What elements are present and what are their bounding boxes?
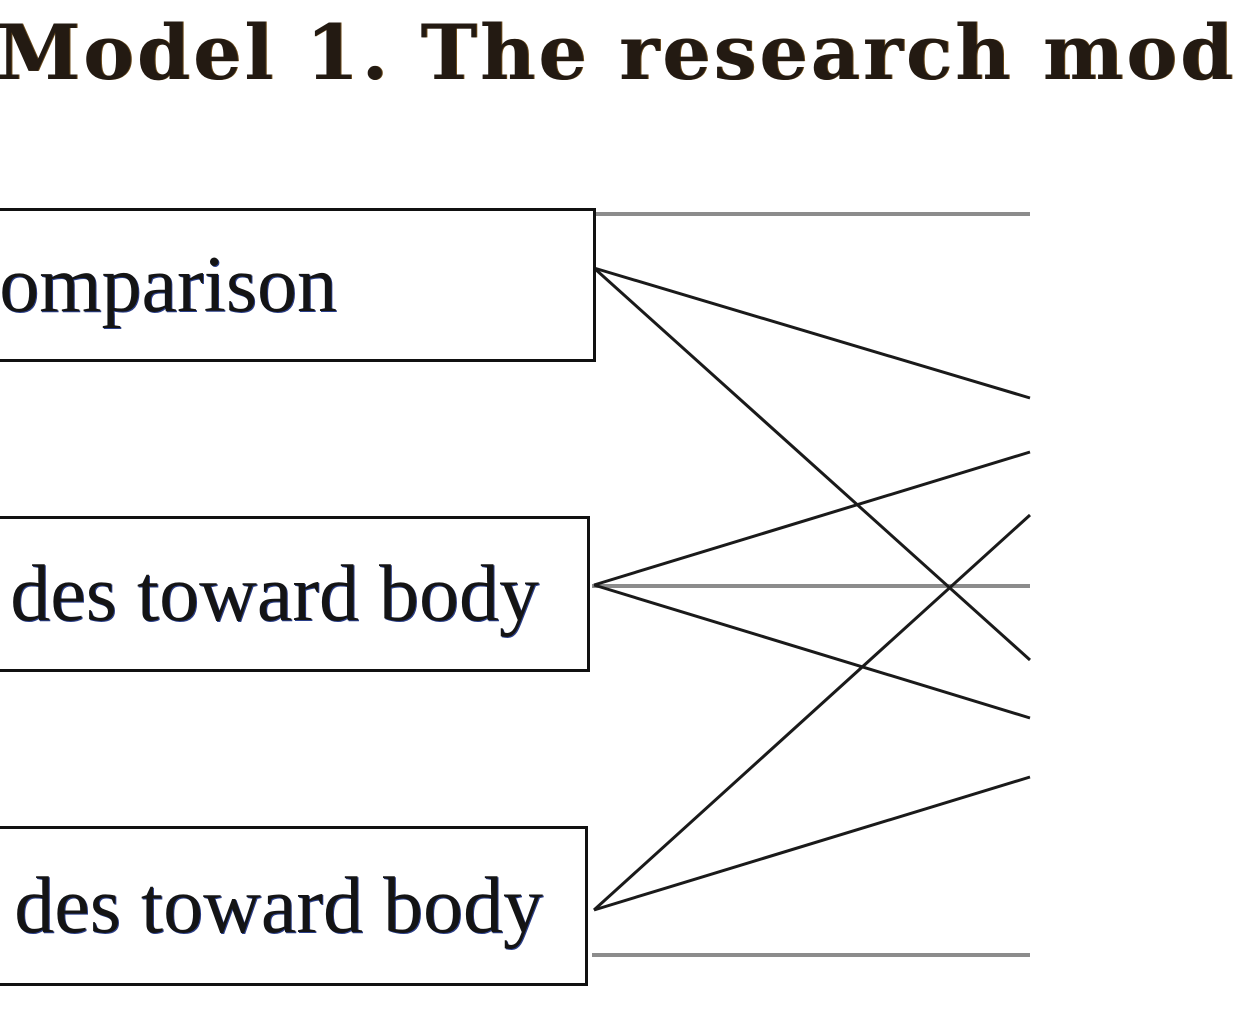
construct-label: des toward body	[14, 861, 543, 950]
construct-box: omparison	[0, 208, 596, 362]
construct-box: des toward body	[0, 516, 590, 672]
connector-line	[592, 513, 1032, 912]
construct-box: des toward body	[0, 826, 588, 986]
connector-line	[593, 775, 1031, 912]
diagram-canvas: Model 1. The research mod omparison des …	[0, 8, 1234, 986]
connector-line	[592, 266, 1032, 662]
construct-label: des toward body	[10, 549, 539, 638]
figure-title: Model 1. The research mod	[0, 8, 1236, 97]
construct-label: omparison	[0, 240, 337, 329]
connector-line	[593, 583, 1031, 720]
connector-line	[593, 266, 1031, 400]
connector-line	[593, 450, 1031, 587]
